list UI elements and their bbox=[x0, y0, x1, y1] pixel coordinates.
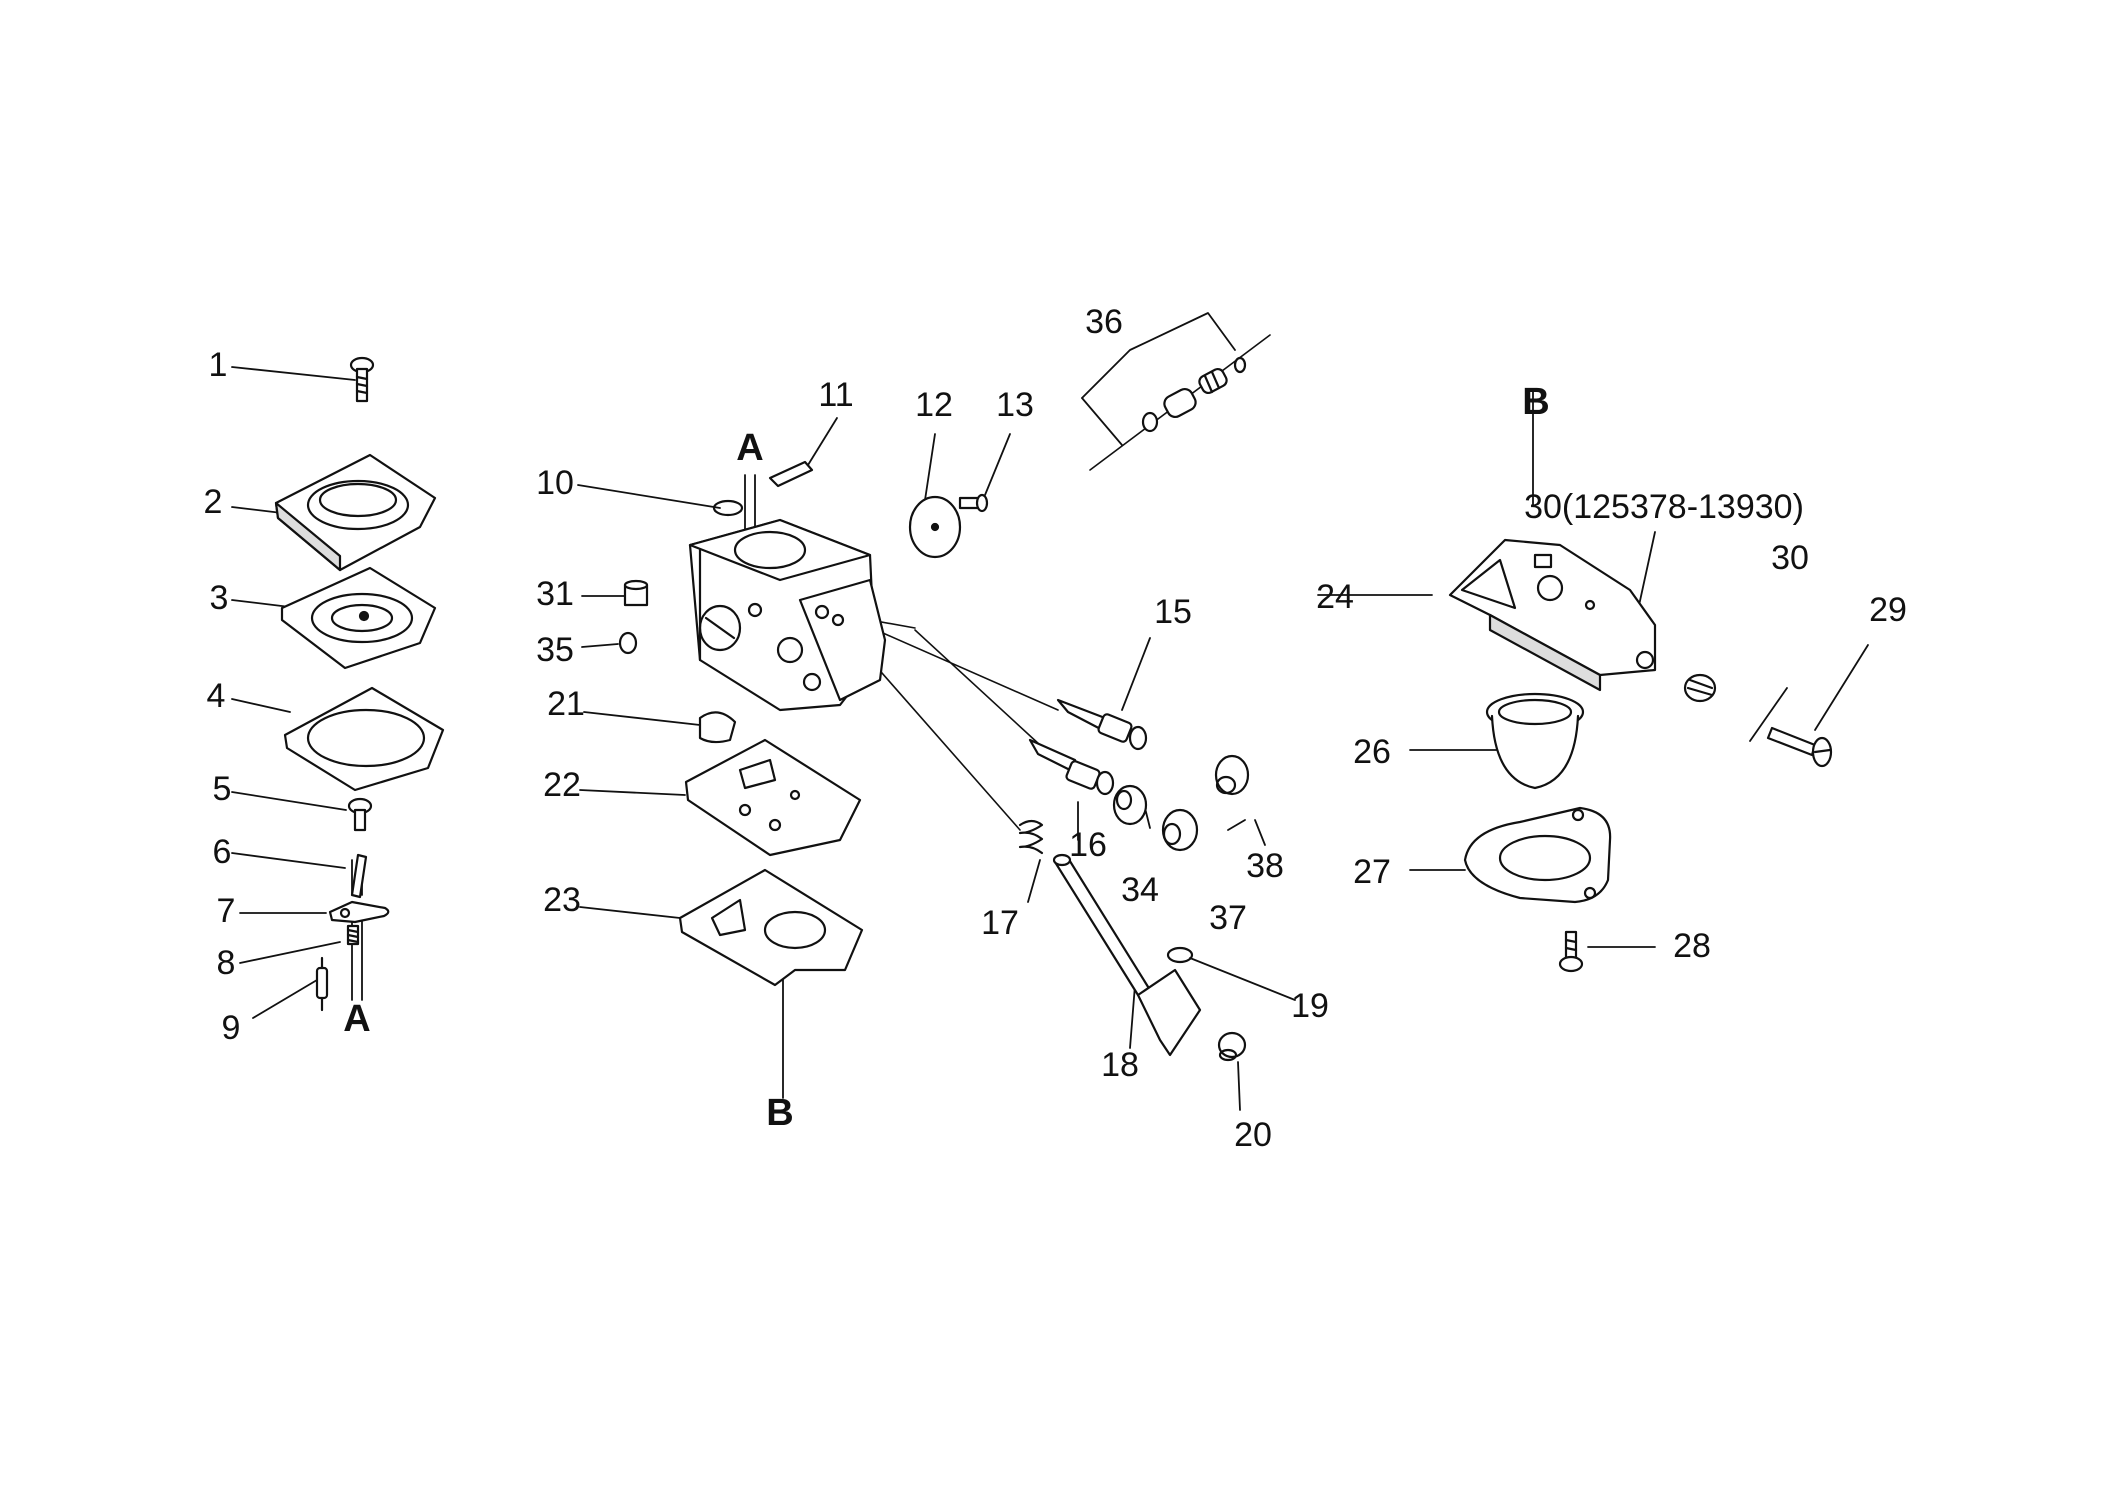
ref-a-bottom: A bbox=[343, 998, 371, 1040]
callout-30: 30 bbox=[1771, 539, 1809, 577]
callout-4: 4 bbox=[206, 677, 226, 715]
part-30-spring bbox=[1683, 673, 1717, 703]
part-2-pump-cover bbox=[274, 453, 437, 572]
part-21-cap bbox=[698, 711, 737, 744]
part-27-retainer-plate bbox=[1463, 806, 1612, 904]
callout-19: 19 bbox=[1291, 987, 1329, 1025]
part-18-throttle-shaft bbox=[1052, 853, 1202, 1057]
part-5-screw bbox=[347, 797, 373, 832]
callout-35: 35 bbox=[536, 631, 574, 669]
part-20-nut bbox=[1217, 1031, 1247, 1062]
callout-26: 26 bbox=[1353, 733, 1391, 771]
part-38-cap bbox=[1214, 754, 1250, 796]
callout-22: 22 bbox=[543, 766, 581, 804]
carburetor-body bbox=[688, 518, 887, 712]
callout-27: 27 bbox=[1353, 853, 1391, 891]
part-36-assembly bbox=[1141, 356, 1247, 433]
callout-2: 2 bbox=[203, 483, 223, 521]
part-31-fitting bbox=[623, 579, 649, 607]
callout-28: 28 bbox=[1673, 927, 1711, 965]
part-6-pin bbox=[350, 853, 368, 899]
callout-29: 29 bbox=[1869, 591, 1907, 629]
part-9-needle bbox=[315, 956, 329, 1012]
part-17-spring bbox=[1018, 819, 1044, 855]
ref-a-top: A bbox=[736, 427, 764, 469]
callout-21: 21 bbox=[547, 685, 585, 723]
callout-1: 1 bbox=[208, 346, 228, 384]
part-19-clip bbox=[1166, 946, 1194, 964]
part-29-screw bbox=[1766, 726, 1833, 768]
part-28-screw bbox=[1558, 930, 1584, 973]
callout-18: 18 bbox=[1101, 1046, 1139, 1084]
callout-38: 38 bbox=[1246, 847, 1284, 885]
ref-b-bottom: B bbox=[766, 1092, 794, 1134]
part-3-diaphragm bbox=[280, 566, 437, 670]
part-34-cap bbox=[1112, 784, 1148, 826]
part-15-needle bbox=[1056, 698, 1148, 751]
callout-7: 7 bbox=[216, 892, 236, 930]
callout-36: 36 bbox=[1085, 303, 1123, 341]
part-26-primer-bulb bbox=[1485, 692, 1585, 790]
part-16-needle bbox=[1028, 738, 1115, 796]
callout-17: 17 bbox=[981, 904, 1019, 942]
callout-31: 31 bbox=[536, 575, 574, 613]
callout-11: 11 bbox=[818, 376, 854, 414]
callout-5: 5 bbox=[212, 770, 232, 808]
part-22-plate bbox=[684, 738, 862, 857]
callout-6: 6 bbox=[212, 833, 232, 871]
callout-37: 37 bbox=[1209, 899, 1247, 937]
callout-15: 15 bbox=[1154, 593, 1192, 631]
part-37-cap bbox=[1161, 808, 1199, 852]
part-35-o-ring bbox=[618, 631, 638, 655]
part-7-lever bbox=[328, 900, 390, 924]
callout-13: 13 bbox=[996, 386, 1034, 424]
callout-23: 23 bbox=[543, 881, 581, 919]
part-10-clip bbox=[712, 499, 744, 517]
callout-34: 34 bbox=[1121, 871, 1159, 909]
callout-16: 16 bbox=[1069, 826, 1107, 864]
callout-12: 12 bbox=[915, 386, 953, 424]
part-13-screw bbox=[958, 493, 989, 513]
callout-24: 24 bbox=[1316, 578, 1354, 616]
callout-8: 8 bbox=[216, 944, 236, 982]
callout-30-ref: 30(125378-13930) bbox=[1524, 488, 1804, 526]
part-8-spring bbox=[346, 924, 360, 946]
part-4-gasket bbox=[283, 686, 445, 792]
callout-20: 20 bbox=[1234, 1116, 1272, 1154]
callout-3: 3 bbox=[209, 579, 229, 617]
callout-9: 9 bbox=[221, 1009, 241, 1047]
part-11-pin bbox=[768, 460, 814, 488]
part-1-screw bbox=[349, 356, 375, 403]
part-24-pump-body bbox=[1448, 538, 1657, 692]
callout-10: 10 bbox=[536, 464, 574, 502]
part-23-gasket bbox=[678, 868, 864, 987]
leader-lines bbox=[231, 312, 1869, 1111]
ref-b-top: B bbox=[1522, 381, 1550, 423]
part-12-disc bbox=[908, 495, 962, 559]
